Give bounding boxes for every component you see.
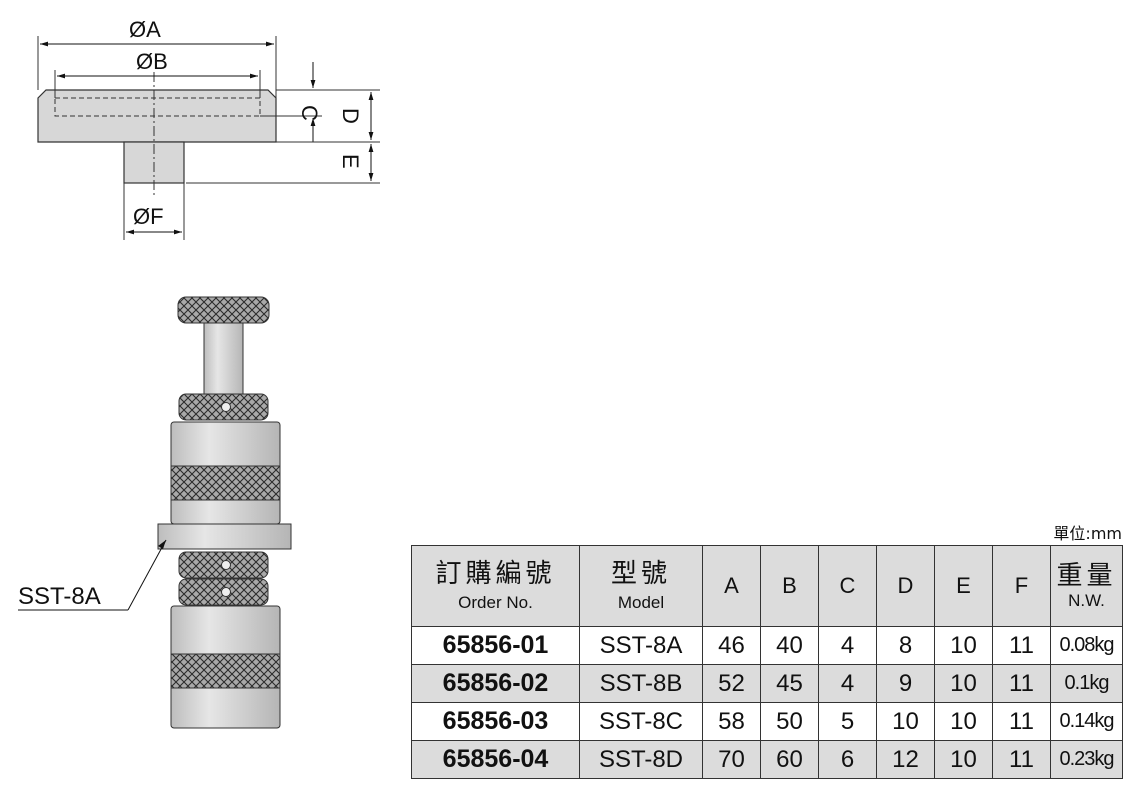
cell-B: 50: [760, 702, 819, 741]
shaft: [203, 322, 244, 395]
dim-label-B: ØB: [136, 49, 168, 74]
dim-label-D: D: [338, 108, 363, 124]
header-order: 訂購編號 Order No.: [411, 545, 580, 627]
cell-order: 65856-04: [411, 740, 580, 779]
cell-model: SST-8C: [579, 702, 703, 741]
header-B: B: [760, 545, 819, 627]
cell-weight: 0.1kg: [1050, 664, 1123, 703]
unit-label: 單位:mm: [1053, 524, 1122, 543]
cell-F: 11: [992, 664, 1051, 703]
cell-model: SST-8B: [579, 664, 703, 703]
knurl-band-lower: [170, 653, 281, 689]
table-row: 65856-04 SST-8D 70 60 6 12 10 11 0.23kg: [411, 740, 1123, 779]
header-weight: 重量 N.W.: [1050, 545, 1123, 627]
header-D: D: [876, 545, 935, 627]
cell-A: 70: [702, 740, 761, 779]
cell-C: 4: [818, 626, 877, 665]
dim-label-E: E: [338, 154, 363, 169]
header-E: E: [934, 545, 993, 627]
cell-A: 52: [702, 664, 761, 703]
product-illustration: [18, 296, 292, 729]
cell-B: 60: [760, 740, 819, 779]
knurl-band-upper: [170, 465, 281, 501]
recess-dashed: [54, 97, 261, 117]
cell-E: 10: [934, 740, 993, 779]
header-weight-cn: 重量: [1056, 561, 1117, 591]
cell-F: 11: [992, 702, 1051, 741]
header-A: A: [702, 545, 761, 627]
cell-D: 8: [876, 626, 935, 665]
header-model-en: Model: [617, 593, 665, 612]
cell-B: 40: [760, 626, 819, 665]
cell-weight: 0.14kg: [1050, 702, 1123, 741]
cell-weight: 0.08kg: [1050, 626, 1123, 665]
dim-label-A: ØA: [129, 17, 161, 42]
table-row: 65856-03 SST-8C 58 50 5 10 10 11 0.14kg: [411, 702, 1123, 741]
top-knurled-knob: [177, 296, 270, 324]
cell-order: 65856-01: [411, 626, 580, 665]
table-row: 65856-02 SST-8B 52 45 4 9 10 11 0.1kg: [411, 664, 1123, 703]
cell-D: 10: [876, 702, 935, 741]
header-model: 型號 Model: [579, 545, 703, 627]
header-order-cn: 訂購編號: [435, 559, 556, 589]
table-row: 65856-01 SST-8A 46 40 4 8 10 11 0.08kg: [411, 626, 1123, 665]
dim-label-F: ØF: [133, 204, 164, 229]
cell-C: 6: [818, 740, 877, 779]
dimension-drawing: ØA ØB C D E ØF: [37, 17, 380, 240]
cell-D: 12: [876, 740, 935, 779]
spec-table: 訂購編號 Order No. 型號 Model A B C D E F 重量 N…: [411, 545, 1123, 779]
cell-A: 58: [702, 702, 761, 741]
cell-D: 9: [876, 664, 935, 703]
cell-F: 11: [992, 740, 1051, 779]
table-header-row: 訂購編號 Order No. 型號 Model A B C D E F 重量 N…: [411, 545, 1123, 627]
cell-model: SST-8A: [579, 626, 703, 665]
header-F: F: [992, 545, 1051, 627]
cell-F: 11: [992, 626, 1051, 665]
cell-B: 45: [760, 664, 819, 703]
cell-C: 4: [818, 664, 877, 703]
header-model-cn: 型號: [610, 559, 671, 589]
cell-weight: 0.23kg: [1050, 740, 1123, 779]
dim-label-C: C: [297, 105, 322, 121]
flange: [157, 523, 292, 550]
cell-E: 10: [934, 626, 993, 665]
header-weight-en: N.W.: [1068, 591, 1105, 610]
cell-order: 65856-02: [411, 664, 580, 703]
cell-model: SST-8D: [579, 740, 703, 779]
cell-C: 5: [818, 702, 877, 741]
cell-E: 10: [934, 664, 993, 703]
cell-order: 65856-03: [411, 702, 580, 741]
header-order-en: Order No.: [458, 593, 533, 612]
header-C: C: [818, 545, 877, 627]
callout-label: SST-8A: [18, 583, 101, 610]
cell-E: 10: [934, 702, 993, 741]
cell-A: 46: [702, 626, 761, 665]
